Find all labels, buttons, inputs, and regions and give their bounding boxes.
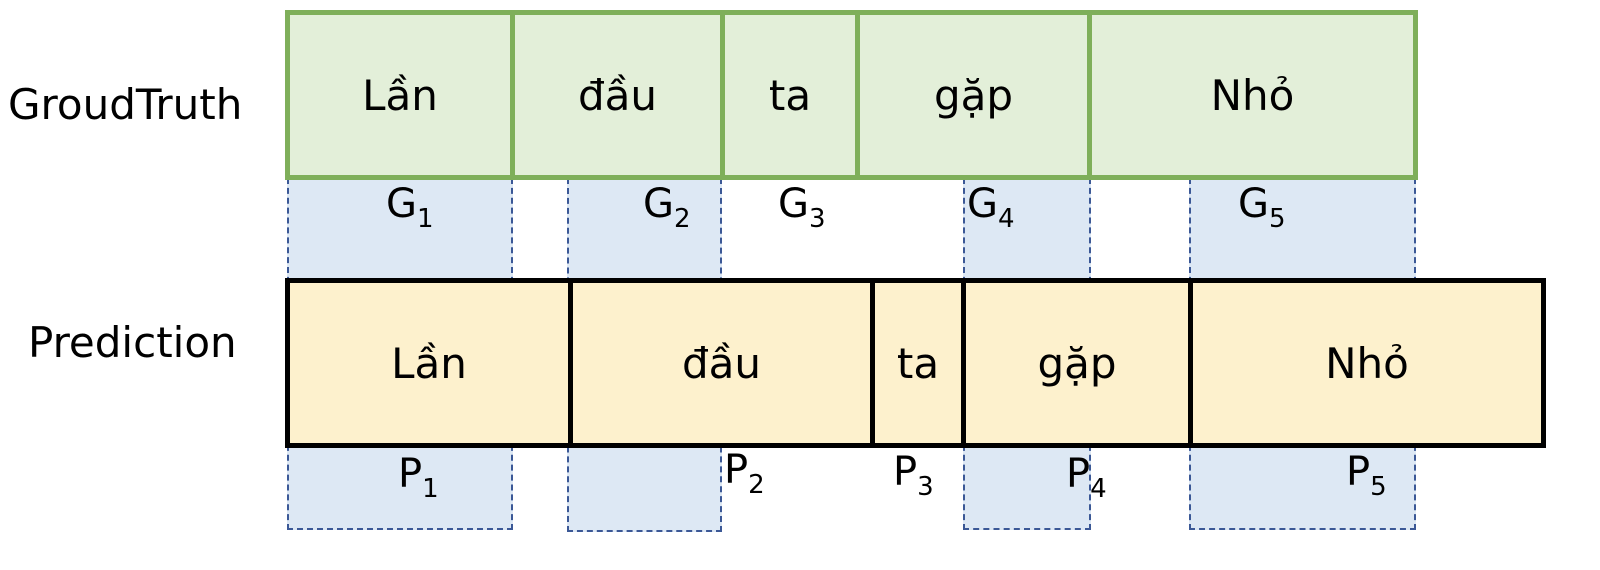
prediction-word-box: Lần <box>285 278 573 448</box>
groundtruth-marker-g5: G5 <box>1238 181 1286 232</box>
prediction-word-box: gặp <box>961 278 1193 448</box>
groundtruth-word: Nhỏ <box>1210 70 1295 120</box>
prediction-marker-p2: P2 <box>724 447 765 498</box>
marker-letter: G <box>386 181 417 227</box>
groundtruth-marker-g4: G4 <box>967 181 1015 232</box>
prediction-marker-p1: P1 <box>398 451 439 502</box>
prediction-word-box: ta <box>870 278 966 448</box>
marker-index: 3 <box>917 472 934 502</box>
marker-letter: G <box>778 181 809 227</box>
groundtruth-word: Lần <box>362 70 438 120</box>
marker-index: 4 <box>1090 474 1107 504</box>
marker-letter: P <box>1346 449 1371 495</box>
groundtruth-word: đầu <box>577 70 658 120</box>
marker-letter: G <box>643 181 674 227</box>
groundtruth-word: ta <box>768 70 812 120</box>
groundtruth-marker-g3: G3 <box>778 181 826 232</box>
marker-letter: P <box>724 447 749 493</box>
marker-index: 5 <box>1370 472 1387 502</box>
prediction-marker-p5: P5 <box>1346 449 1387 500</box>
prediction-row-label: Prediction <box>28 318 237 367</box>
marker-index: 5 <box>1269 204 1286 234</box>
prediction-marker-p4: P4 <box>1066 451 1107 502</box>
marker-index: 3 <box>809 204 826 234</box>
groundtruth-word: gặp <box>933 70 1014 120</box>
prediction-word: Lần <box>391 338 467 388</box>
marker-index: 4 <box>998 204 1015 234</box>
groundtruth-word-box: Nhỏ <box>1087 10 1418 180</box>
groundtruth-word-box: Lần <box>285 10 515 180</box>
groundtruth-marker-g1: G1 <box>386 181 434 232</box>
marker-index: 1 <box>417 204 434 234</box>
groundtruth-word-box: gặp <box>855 10 1092 180</box>
marker-letter: P <box>398 451 423 497</box>
prediction-word: đầu <box>681 338 762 388</box>
groundtruth-word-box: ta <box>720 10 860 180</box>
marker-letter: P <box>1066 451 1091 497</box>
marker-letter: P <box>893 449 918 495</box>
prediction-word-box: đầu <box>568 278 875 448</box>
prediction-word: ta <box>896 338 940 388</box>
prediction-word-box: Nhỏ <box>1188 278 1546 448</box>
marker-letter: G <box>967 181 998 227</box>
marker-letter: G <box>1238 181 1269 227</box>
groundtruth-marker-g2: G2 <box>643 181 691 232</box>
prediction-word: gặp <box>1037 338 1117 388</box>
marker-index: 2 <box>674 204 691 234</box>
marker-index: 2 <box>748 470 765 500</box>
groundtruth-row-label: GroudTruth <box>8 80 243 129</box>
groundtruth-word-box: đầu <box>510 10 725 180</box>
prediction-marker-p3: P3 <box>893 449 934 500</box>
prediction-word: Nhỏ <box>1325 338 1409 388</box>
marker-index: 1 <box>422 474 439 504</box>
